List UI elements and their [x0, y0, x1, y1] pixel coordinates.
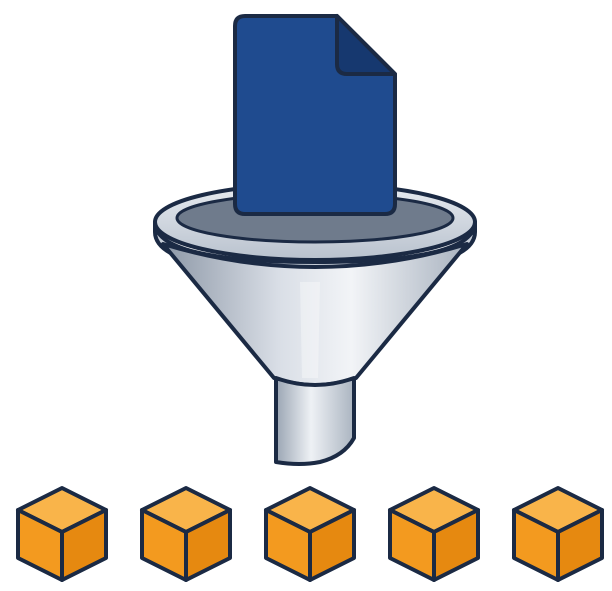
- cube-icon: [18, 488, 106, 580]
- cube-icon: [514, 488, 602, 580]
- document-icon: [235, 16, 395, 214]
- cube-icon: [266, 488, 354, 580]
- cube-icon: [142, 488, 230, 580]
- cube-icon: [390, 488, 478, 580]
- chunk-row: [18, 488, 602, 580]
